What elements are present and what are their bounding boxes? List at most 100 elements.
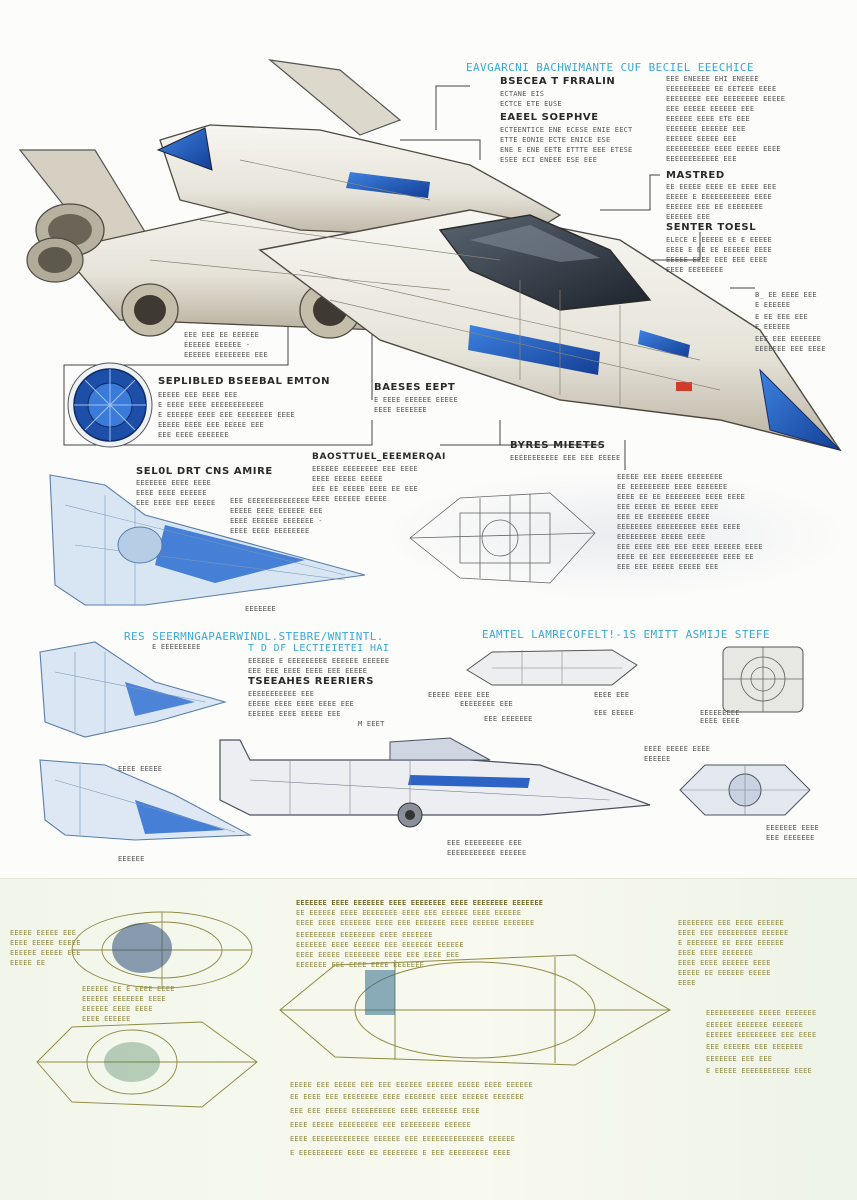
mid-left-subtitle: T D DF LECTIEIETEI HAI [248,643,390,654]
right-col-line: EEEEEE EEEE ETE EEE [666,115,750,123]
mid-label: EEEEEE [118,855,145,863]
olive-blueprint-left-bottom [36,1021,258,1108]
bottom-text-line: EEEEE EEE EEEEE EEE EEE EEEEEE EEEEEE EE… [290,1081,533,1089]
bottom-top-line: EEEEEEEEE EEEEEEEE EEEE EEEEEEE [296,931,433,939]
section-heading: BSECEA T FRRALIN [500,76,616,87]
belly-line: EEEE EEEEEEE [374,406,427,414]
master-callout-title: MASTRED [666,170,725,181]
bottom-left-line: EEEEEE EEEEEEE EEEE [82,995,166,1003]
bottom-right-line: E EEEEEEE EE EEEE EEEEEE [678,939,784,947]
belly-title: BAESES EEPT [374,382,456,393]
small-pod-ship [679,764,811,816]
nose-line: B_ EE EEEE EEE [755,291,817,299]
bottom-left-line: EEEE EEEEE EEEEE [10,939,81,947]
mid-label: EEEE EEEEE EEEE [644,745,711,753]
bottom-text-line: EEEE EEEEEEEEEEEEE EEEEEE EEE EEEEEEEEEE… [290,1135,516,1143]
right-col-line: EEEEEEEEEEEE EEE [666,155,737,163]
main-ship-illustration [18,59,842,470]
olive-blueprint-left-top [71,911,253,989]
mid-right-title: EAMTEL LAMRECOFELT!-1S EMITT ASMIJE STEF… [482,628,770,641]
blue-top2-line: EEEE EEEE EEEEEEEE [230,527,310,535]
section-title: BAOSTTUEL_EEEMERQAI [312,452,446,462]
blue-detail-line: EEE EEEE EEEEEEE [158,431,229,439]
main-title: EAVGARCNI BACHWIMANTE CUF BECIEL EEECHIC… [466,61,754,74]
blue-top2-line: EEEE EEEEEE EEEEEEE - [230,517,323,525]
bottom-text-line: EE EEEE EEE EEEEEEEE EEEE EEEEEEE EEEE E… [290,1093,524,1101]
mid-label: EEEEEEEE EEE [460,700,513,708]
cockpit-line: EEEEEEEEEEE EEE EEE EEEEE [510,454,621,462]
blue-detail-line: EEEEE EEEE EEE EEEEE EEE [158,421,264,429]
master-line: EEEEEE EEE EE EEEEEEEE [666,203,764,211]
shield-line: EEEE EEEEEEEE [666,266,724,274]
top-band [0,0,857,878]
blue-detail-title: SEPLIBLED BSEEBAL EMTON [158,376,331,387]
bottom-right-line2: EEEEEEE EEE EEE [706,1055,773,1063]
section-line: EEEE EEEEEE EEEEE [312,495,388,503]
mid-left-title: RES SEERMNGAPAERWINDL.STEBRE/WNTINTL. [124,630,384,643]
mid-label: EEEEEEE EEEE [766,824,819,832]
right-col-line: EEEEEE EEEEE EEE [666,135,737,143]
mid-label: EEE EEEEEEEEE EEE [447,839,523,847]
nose-line: E EE EEE EEE [755,313,808,321]
mid-left-line2: EEEEEEEEEEE EEE [248,690,315,698]
bottom-top-line: EE EEEEEE EEEE EEEEEEEE EEEE EEE EEEEEE … [296,909,522,917]
mid-left-line: EEE EEE EEEE EEEE EEE EEEEE [248,667,368,675]
blue-schematic-ship-1 [49,474,366,606]
right-col-line: EEE ENEEEE EHI ENEEEE [666,75,759,83]
engine-detail-grey [722,646,804,713]
bottom-text-line: E EEEEEEEEEE EEEE EE EEEEEEEE E EEE EEEE… [290,1149,511,1157]
bottom-left-line: EEEEE EEEEE EEE [10,929,77,937]
bottom-top-line: EEEEEEE EEEE EEEEEE EEE EEEEEEE EEEEEE [296,941,464,949]
mid-right-line: EEEE EE EEE EEEEEEEEEEE EEEE EE [617,553,754,561]
shield-line: EEEE E EE EE EEEEEE EEEE [666,246,772,254]
engine-callout-line: ECTEENTICE ENE ECESE ENIE EECT [500,126,633,134]
side-view-ship [219,737,651,828]
bottom-right-line2: EEEEEE EEEEEEEEE EEE EEEE [706,1031,817,1039]
bottom-top-line: EEEEEEE EEEE EEEEEEE EEEE EEEEEEEE EEEE … [296,899,544,907]
wing-line: EEEEEE EEEEEEEE EEE [184,351,268,359]
bottom-right-line2: E EEEEE EEEEEEEEEEE EEEE [706,1067,812,1075]
olive-blueprint-center [279,954,671,1066]
nose-line: E EEEEEE [755,301,791,309]
wing-line: EEEEEE EEEEEE - [184,341,251,349]
blue-top-line: EEEE EEEE EEEEEE [136,489,207,497]
bottom-right-line: EEEE EEEE EEEEEEE [678,949,754,957]
engine-callout-line: ETTE EONIE ECTE ENICE ESE [500,136,611,144]
bottom-right-line: EEEE EEEE EEEEEE EEEE [678,959,771,967]
mid-right-line: EEEEEEEEE EEEEE EEEE [617,533,706,541]
engine-callout-line: ESEE ECI ENEEE ESE EEE [500,156,598,164]
right-col-line: EEEEEEEE EEE EEEEEEEE EEEEE [666,95,786,103]
right-col-line: EEE EEEEE EEEEEE EEE [666,105,755,113]
haze [380,470,850,600]
blue-detail-line: EEEEE EEE EEEE EEE [158,391,238,399]
blue-top-line: EEE EEEE EEE EEEEE [136,499,216,507]
bottom-left-line: EEEEE EE [10,959,46,967]
right-col-line: EEEEEEEEEE EEEE EEEEE EEEE [666,145,781,153]
blue-schematic-ship-2 [39,641,228,738]
bottom-right-line2: EEEEEE EEEEEEE EEEEEEE [706,1021,804,1029]
blue-top-line: EEEEEEE EEEE EEEE [136,479,212,487]
nose-line: EEEEEEE EEE EEEE [755,345,826,353]
mid-label: EEEE EEEE [700,717,740,725]
mid-label: EEEEEEEEE [700,709,740,717]
mid-label: EEEE EEE [594,691,630,699]
bottom-right-line2: EEE EEEEEE EEE EEEEEEE [706,1043,804,1051]
master-line: EEEEE E EEEEEEEEEEE EEEE [666,193,772,201]
mid-right-line: EEEEEEEE EEEEEEEEE EEEE EEEE [617,523,741,531]
shield-callout-title: SENTER TOESL [666,222,757,233]
mid-right-line: EEEE EE EE EEEEEEEE EEEE EEEE [617,493,746,501]
section-note-1: ECTANE EIS [500,90,545,98]
mid-left-line2: EEEEE EEEE EEEE EEEE EEE [248,700,354,708]
mid-label: EEE EEEEEEE [484,715,533,723]
master-line: EE EEEEE EEEE EE EEEE EEE [666,183,777,191]
bottom-top-line: EEEE EEEE EEEEEEE EEEE EEE EEEEEEE EEEE … [296,919,535,927]
wing-line: EEE EEE EE EEEEEE [184,331,260,339]
bottom-right-line: EEEEEEEE EEE EEEE EEEEEE [678,919,784,927]
mid-label: EEEEE EEEE EEE [428,691,490,699]
blue-top-label: EEEEEEE [245,605,276,613]
mid-left-heading: TSEEAHES REERIERS [248,676,375,687]
bottom-left-line: EEEE EEEEEE [82,1015,131,1023]
engine-callout-line: ENE E ENE EETE ETTTE EEE ETESE [500,146,633,154]
bottom-text-line: EEEE EEEEE EEEEEEEEE EEE EEEEEEEEE EEEEE… [290,1121,471,1129]
